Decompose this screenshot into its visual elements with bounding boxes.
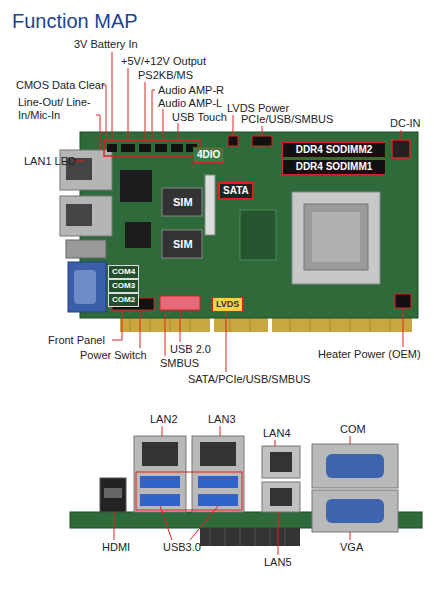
callout-label: 3V Battery In bbox=[74, 38, 138, 51]
board-part-label: COM3 bbox=[108, 279, 139, 293]
board-part-label: SIM bbox=[170, 237, 196, 252]
board-part-label: COM4 bbox=[108, 265, 139, 279]
callout-label: Line-Out/ Line-In/Mic-In bbox=[18, 96, 100, 122]
part-text: LVDS bbox=[216, 299, 239, 310]
callout-label: LAN4 bbox=[263, 427, 291, 440]
part-text: SIM bbox=[173, 238, 193, 251]
part-text: 4DIO bbox=[197, 149, 220, 161]
callout-label: PCIe/USB/SMBUS bbox=[241, 113, 333, 126]
callout-label: SMBUS bbox=[160, 357, 199, 370]
callout-label: Power Switch bbox=[80, 349, 147, 362]
callout-label: SATA/PCIe/USB/SMBUS bbox=[188, 373, 310, 386]
board-part-label: DDR4 SODIMM2 bbox=[282, 142, 386, 158]
callout-label: VGA bbox=[340, 541, 363, 554]
callout-label: CMOS Data Clear bbox=[16, 79, 105, 92]
callout-label: +5V/+12V Output bbox=[121, 55, 206, 68]
callout-label: COM bbox=[340, 423, 366, 436]
callout-label: USB3.0 bbox=[163, 541, 201, 554]
callout-label: LAN1 LED bbox=[24, 155, 76, 168]
board-part-label: SATA bbox=[218, 182, 254, 200]
callout-label: USB 2.0 bbox=[170, 343, 211, 356]
board-part-label: DDR4 SODIMM1 bbox=[282, 159, 386, 175]
part-text: COM3 bbox=[112, 281, 135, 291]
callout-label: USB Touch bbox=[172, 111, 227, 124]
callout-label: Audio AMP-L bbox=[158, 97, 222, 110]
part-text: DDR4 SODIMM2 bbox=[286, 144, 382, 156]
callout-label: LAN3 bbox=[208, 413, 236, 426]
part-text: COM2 bbox=[112, 295, 135, 305]
callout-label: Heater Power (OEM) bbox=[318, 348, 421, 361]
board-part-label: SIM bbox=[170, 195, 196, 210]
part-text: COM4 bbox=[112, 267, 135, 277]
board-part-label: 4DIO bbox=[193, 147, 224, 163]
callout-label: Audio AMP-R bbox=[158, 84, 224, 97]
part-text: DDR4 SODIMM1 bbox=[286, 161, 382, 173]
callout-label: DC-IN bbox=[390, 117, 421, 130]
callout-label: PS2KB/MS bbox=[138, 69, 193, 82]
board-part-label: LVDS bbox=[212, 297, 243, 312]
callout-label: Front Panel bbox=[48, 334, 105, 347]
board-part-label: COM2 bbox=[108, 293, 139, 307]
callout-label: HDMI bbox=[102, 541, 130, 554]
part-text: SATA bbox=[223, 185, 249, 197]
callout-label: LAN5 bbox=[264, 556, 292, 569]
callout-label: LAN2 bbox=[150, 413, 178, 426]
title: Function MAP bbox=[12, 9, 138, 33]
part-text: SIM bbox=[173, 196, 193, 209]
